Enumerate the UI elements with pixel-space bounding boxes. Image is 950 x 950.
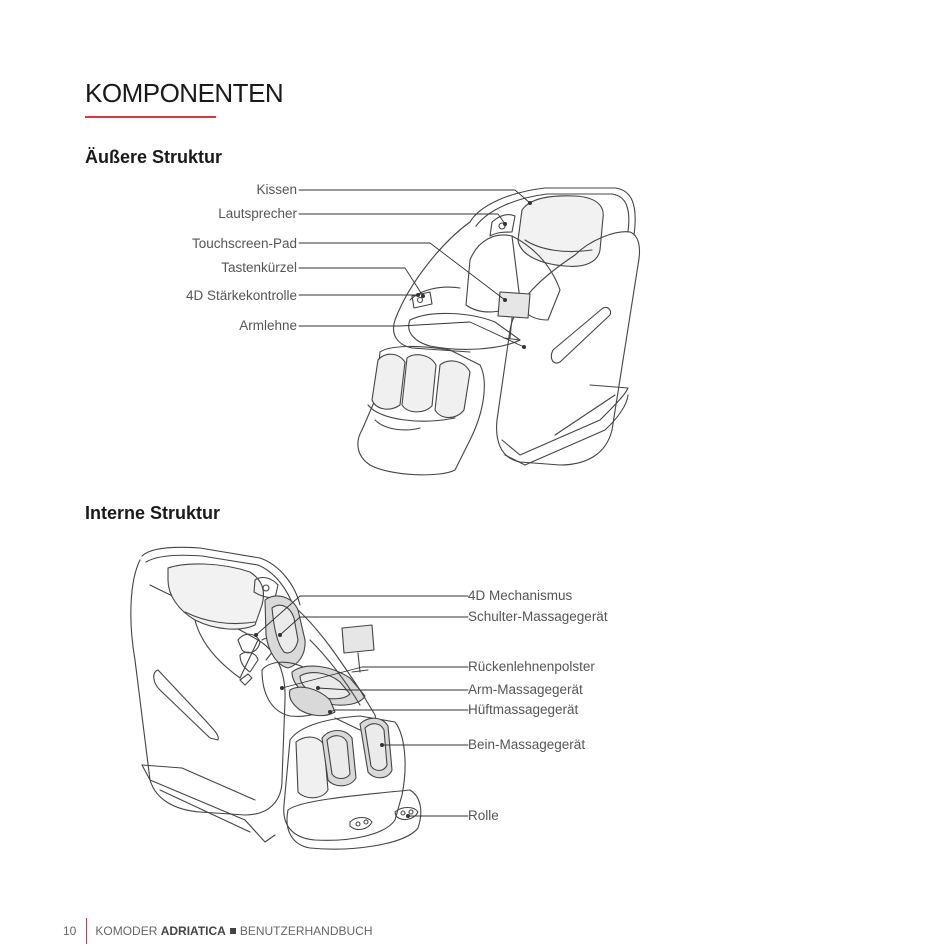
page-title: KOMPONENTEN [85, 78, 284, 108]
label-bein-massagegeraet: Bein-Massagegerät [468, 737, 586, 752]
label-4d-staerkekontrolle: 4D Stärkekontrolle [185, 288, 297, 303]
label-rueckenlehnenpolster: Rückenlehnenpolster [468, 659, 595, 674]
footer-model: ADRIATICA [160, 924, 226, 938]
label-schulter-massagegeraet: Schulter-Massagegerät [468, 609, 608, 624]
footer-divider [86, 918, 88, 944]
footer-square-icon [229, 928, 236, 934]
label-lautsprecher: Lautsprecher [218, 206, 297, 221]
footer-doc: BENUTZERHANDBUCH [239, 924, 373, 938]
label-hueftmassagegeraet: Hüftmassagegerät [468, 702, 579, 717]
interior-chair-drawing [130, 546, 422, 850]
label-arm-massagegeraet: Arm-Massagegerät [468, 682, 583, 697]
label-kissen: Kissen [256, 182, 297, 197]
footer-brand: KOMODER [95, 924, 158, 938]
title-underline [85, 116, 216, 118]
label-rolle: Rolle [468, 808, 499, 823]
interior-heading: Interne Struktur [85, 503, 221, 523]
label-touchscreen-pad: Touchscreen-Pad [191, 236, 297, 251]
label-armlehne: Armlehne [239, 318, 297, 333]
page-number: 10 [63, 924, 77, 938]
exterior-heading: Äußere Struktur [85, 147, 223, 167]
page-footer: 10 KOMODER ADRIATICA BENUTZERHANDBUCH [63, 918, 373, 944]
label-tastenkuerzel: Tastenkürzel [221, 260, 297, 275]
exterior-chair-drawing [357, 187, 640, 476]
label-4d-mechanismus: 4D Mechanismus [468, 588, 573, 603]
